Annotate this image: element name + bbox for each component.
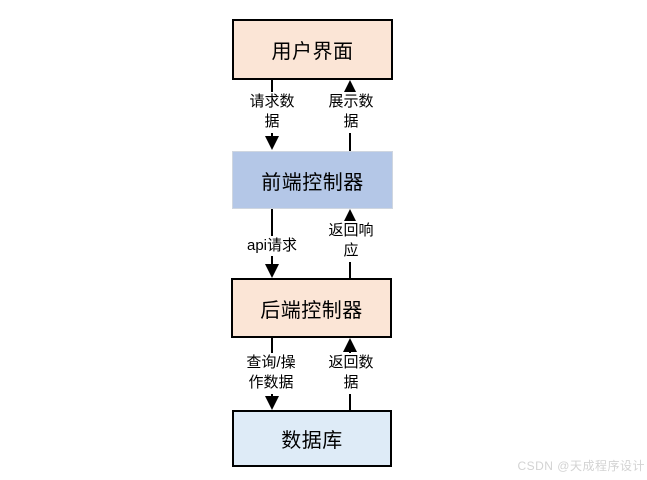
node-user-interface-label: 用户界面: [271, 41, 354, 63]
node-backend-controller-label: 后端控制器: [260, 299, 363, 322]
edge-label-query-operate-data: 查询/操 作数据: [243, 353, 299, 394]
arrow-down-icon: [265, 396, 279, 410]
edge-label-request-data: 请求数 据: [246, 92, 298, 133]
arrow-up-icon: [343, 338, 357, 352]
arrow-up-icon: [343, 80, 357, 94]
node-frontend-controller: 前端控制器: [232, 151, 393, 209]
node-database-label: 数据库: [281, 430, 343, 452]
arrow-down-icon: [265, 264, 279, 278]
arrow-up-icon: [343, 209, 357, 223]
watermark: CSDN @天成程序设计: [517, 459, 645, 473]
edge-label-return-data: 返回数 据: [325, 353, 377, 394]
node-database: 数据库: [232, 410, 392, 467]
arrow-down-icon: [265, 136, 279, 150]
node-backend-controller: 后端控制器: [231, 278, 392, 338]
edge-label-display-data: 展示数 据: [325, 92, 377, 133]
node-frontend-controller-label: 前端控制器: [261, 171, 364, 194]
edge-label-api-request: api请求: [243, 236, 301, 257]
node-user-interface: 用户界面: [232, 19, 393, 80]
edge-label-return-response: 返回响 应: [325, 221, 377, 262]
